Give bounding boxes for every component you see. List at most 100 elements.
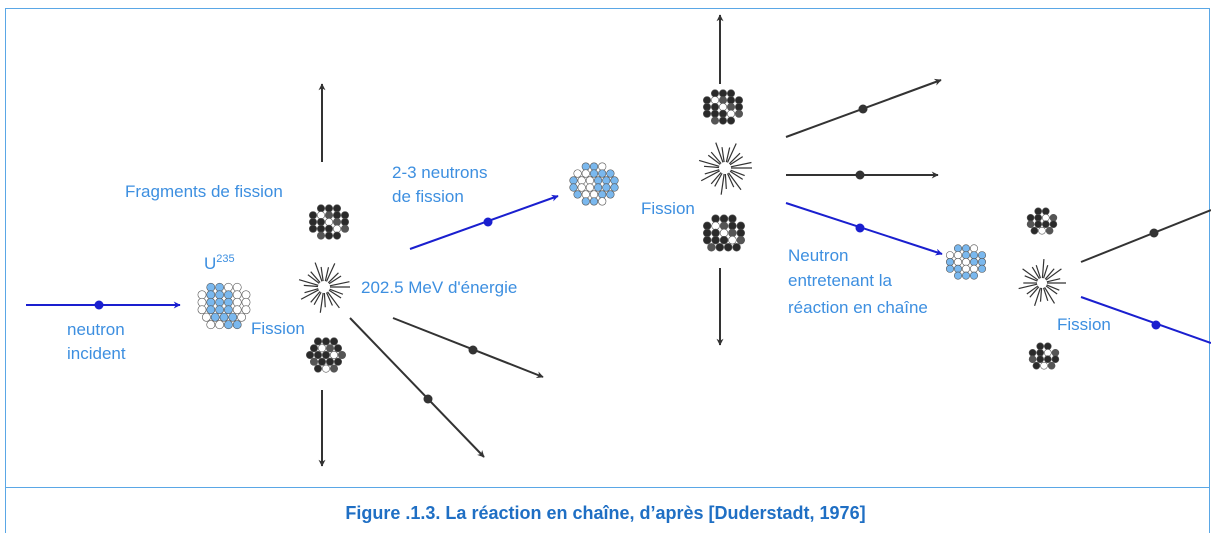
nucleon bbox=[215, 297, 224, 307]
nucleon bbox=[223, 320, 233, 330]
nucleon bbox=[1032, 361, 1041, 370]
burst-ray bbox=[314, 262, 323, 282]
nucleon bbox=[1047, 361, 1056, 370]
burst-ray bbox=[325, 292, 333, 306]
burst-ray bbox=[703, 165, 720, 169]
nucleon bbox=[1051, 348, 1060, 357]
neutron-arrow-2b bbox=[786, 170, 939, 180]
fission-burst-1 bbox=[298, 262, 350, 313]
figure-caption: Figure .1.3. La réaction en chaîne, d’ap… bbox=[345, 503, 866, 523]
nucleon bbox=[223, 297, 233, 307]
neutron-arrow-1a bbox=[392, 317, 544, 378]
nucleon bbox=[710, 96, 719, 105]
burst-ray bbox=[1046, 278, 1061, 283]
nucleon bbox=[711, 228, 720, 238]
nucleon bbox=[329, 337, 338, 346]
burst-ray bbox=[728, 152, 741, 165]
burst-ray bbox=[720, 173, 725, 195]
nucleon bbox=[718, 109, 727, 118]
nucleon bbox=[313, 337, 322, 346]
burst-ray bbox=[715, 142, 724, 163]
nucleon bbox=[577, 176, 586, 185]
nucleon bbox=[977, 257, 986, 266]
nucleon bbox=[1042, 213, 1050, 222]
burst-ray bbox=[329, 288, 344, 295]
nucleon bbox=[610, 176, 619, 185]
nucleon bbox=[953, 271, 962, 280]
nucleon bbox=[324, 211, 333, 220]
burst-ray bbox=[700, 170, 720, 182]
nucleon bbox=[317, 357, 326, 366]
nucleon bbox=[718, 89, 727, 98]
nucleon bbox=[702, 96, 711, 105]
nucleon bbox=[726, 109, 735, 118]
nucleon bbox=[734, 96, 743, 105]
nucleon bbox=[711, 235, 720, 245]
nucleon bbox=[201, 312, 211, 322]
nucleon bbox=[723, 243, 733, 252]
nucleon bbox=[333, 357, 342, 366]
burst-ray bbox=[298, 279, 319, 286]
nucleon bbox=[1026, 220, 1035, 229]
nucleon bbox=[969, 264, 978, 273]
nucleon bbox=[732, 243, 741, 252]
nucleon bbox=[593, 176, 603, 185]
nucleon bbox=[728, 235, 737, 245]
label-uranium-235: U235 bbox=[204, 253, 235, 274]
nucleon bbox=[736, 221, 745, 231]
nucleon bbox=[321, 350, 330, 359]
nucleon bbox=[317, 344, 326, 353]
nucleon bbox=[945, 257, 954, 266]
nucleon bbox=[1038, 226, 1046, 235]
nucleon bbox=[321, 364, 330, 373]
nucleon bbox=[702, 221, 712, 231]
label-neutron-incident-line1: neutron bbox=[67, 320, 125, 339]
nucleon bbox=[945, 251, 954, 260]
nucleon bbox=[589, 162, 599, 171]
nucleon bbox=[581, 190, 590, 199]
fission-fragment-upper-2 bbox=[702, 89, 743, 125]
burst-ray bbox=[714, 172, 723, 187]
nucleon bbox=[707, 243, 716, 252]
nucleon bbox=[589, 169, 599, 178]
nucleon bbox=[702, 228, 712, 238]
nucleon bbox=[726, 103, 735, 112]
nucleon bbox=[734, 103, 743, 112]
nucleon bbox=[702, 235, 712, 245]
nucleon bbox=[961, 257, 970, 266]
burst-ray bbox=[728, 172, 742, 191]
nucleon bbox=[573, 190, 582, 199]
nucleon bbox=[1042, 220, 1050, 229]
nucleon bbox=[1051, 355, 1060, 364]
burst-ray bbox=[303, 284, 319, 288]
nucleon bbox=[332, 224, 341, 233]
nucleon bbox=[1042, 207, 1050, 216]
nucleon bbox=[223, 305, 233, 315]
nucleon bbox=[210, 312, 220, 322]
label-fission-1: Fission bbox=[251, 319, 305, 338]
nucleon bbox=[1036, 355, 1044, 364]
nucleon bbox=[606, 190, 615, 199]
nucleon bbox=[316, 204, 325, 213]
nucleon bbox=[602, 176, 611, 185]
nucleon bbox=[1028, 355, 1037, 364]
nucleon bbox=[711, 214, 720, 223]
nucleon bbox=[324, 224, 333, 233]
nucleon bbox=[237, 312, 246, 322]
nucleon bbox=[332, 218, 341, 227]
nucleon bbox=[1026, 213, 1035, 222]
burst-ray bbox=[1044, 286, 1056, 304]
nucleon bbox=[325, 357, 334, 366]
burst-ray bbox=[1042, 287, 1049, 301]
nucleon bbox=[340, 224, 349, 233]
nucleon bbox=[316, 218, 325, 227]
nucleon bbox=[332, 204, 341, 213]
nucleon bbox=[577, 183, 586, 192]
nucleon bbox=[316, 211, 325, 220]
nucleon bbox=[321, 337, 330, 346]
incident-neutron-arrow bbox=[26, 300, 181, 310]
nucleus-2 bbox=[569, 162, 619, 206]
nucleon bbox=[305, 350, 314, 359]
burst-ray bbox=[300, 289, 319, 300]
neutron-arrow-3b bbox=[1080, 296, 1211, 344]
